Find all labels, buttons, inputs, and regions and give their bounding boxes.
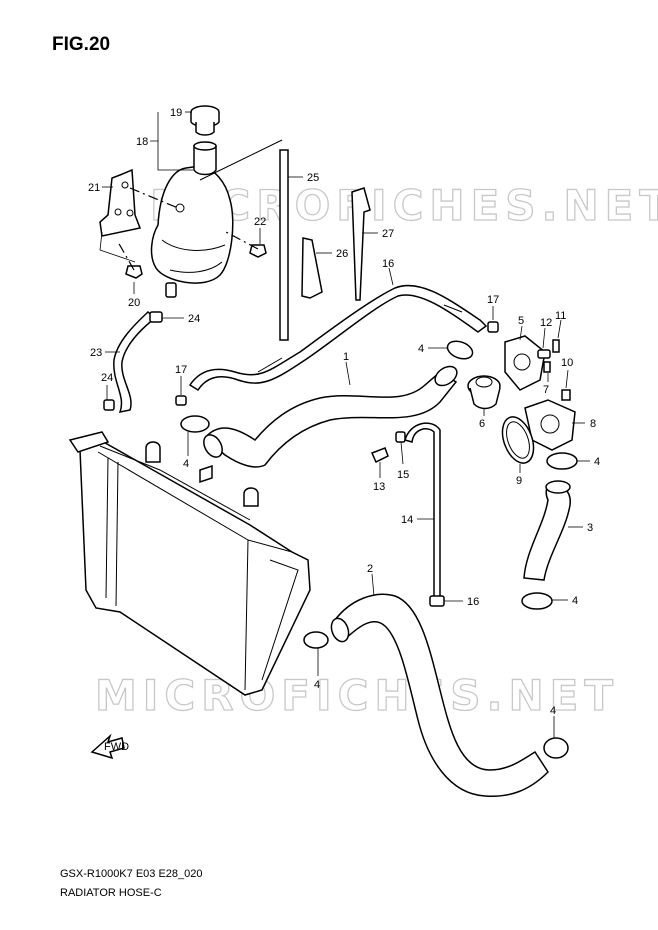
clamp-4-d (521, 592, 553, 610)
bolt-20 (125, 265, 143, 279)
callout-17-right: 17 (487, 294, 499, 306)
hose-16-sleeve (257, 357, 283, 373)
callout-23: 23 (90, 347, 102, 359)
section-name: RADIATOR HOSE-C (60, 887, 162, 899)
callout-14: 14 (401, 514, 413, 526)
o-ring-9 (501, 416, 535, 464)
watermark-bottom: MICROFICHES.NET (95, 671, 619, 720)
callout-18: 18 (136, 136, 148, 148)
clamp-4-c (546, 452, 578, 470)
clip-15 (395, 431, 406, 443)
clip-17-b (487, 321, 499, 333)
callout-17-left: 17 (175, 364, 187, 376)
callout-27: 27 (382, 228, 394, 240)
clamp-4-e (303, 631, 329, 649)
callout-4-right: 4 (594, 456, 600, 468)
callout-9: 9 (516, 475, 522, 487)
cable-tie-27 (351, 187, 371, 301)
hose-25 (279, 149, 289, 341)
callout-4-radiator: 4 (183, 458, 189, 470)
callout-16-lower: 16 (467, 596, 479, 608)
callout-19: 19 (170, 107, 182, 119)
callout-4-bottom: 4 (550, 705, 556, 717)
callout-15: 15 (397, 469, 409, 481)
thermostat-housing-5 (504, 335, 546, 391)
bolt-22 (249, 244, 267, 258)
hose-25-guide (199, 139, 283, 181)
radiator (68, 431, 311, 696)
reservoir-tank (150, 141, 234, 298)
tank-bracket (99, 168, 142, 237)
callout-8: 8 (590, 418, 596, 430)
callout-4-thermostat: 4 (418, 343, 424, 355)
callout-4-lower-right: 4 (572, 595, 578, 607)
fwd-arrow-icon: FWD (90, 733, 129, 760)
callout-6: 6 (479, 418, 485, 430)
callout-1: 1 (343, 351, 349, 363)
callout-12: 12 (540, 317, 552, 329)
clamp-16 (429, 595, 445, 607)
callout-13: 13 (373, 481, 385, 493)
lower-radiator-hose-2 (334, 593, 549, 798)
callout-3: 3 (587, 522, 593, 534)
reservoir-cap (190, 105, 220, 136)
bolt-13 (370, 447, 389, 464)
clamp-26 (301, 237, 323, 299)
figure-title: FIG.20 (52, 34, 111, 55)
callout-25: 25 (307, 172, 319, 184)
callout-24-upper: 24 (188, 313, 200, 325)
clamp-24-lower (103, 399, 115, 411)
callout-2: 2 (367, 563, 373, 575)
connector-12 (537, 349, 551, 359)
callout-7: 7 (543, 384, 549, 396)
hose-3 (523, 483, 571, 581)
callout-10: 10 (561, 357, 573, 369)
callout-22: 22 (254, 216, 266, 228)
thermostat-6 (467, 375, 501, 410)
hose-23 (113, 310, 157, 413)
bypass-hose-16 (188, 284, 488, 392)
callout-24-lower: 24 (101, 372, 113, 384)
hose-14 (404, 422, 441, 601)
upper-radiator-hose-1 (203, 371, 458, 468)
model-code: GSX-R1000K7 E03 E28_020 (60, 868, 203, 880)
clamp-24-upper (149, 311, 163, 323)
callout-11: 11 (555, 310, 566, 322)
callout-5: 5 (518, 315, 524, 327)
callout-16-upper: 16 (382, 258, 394, 270)
callout-20: 20 (128, 297, 140, 309)
clamp-4-a (180, 415, 210, 433)
bolt-10 (561, 389, 571, 401)
clip-17-a (175, 395, 187, 406)
sensor-11 (552, 339, 560, 353)
callout-4-lower-left: 4 (314, 679, 320, 691)
watermark-top: MICROFICHES.NET (150, 181, 658, 230)
callout-21: 21 (88, 182, 100, 194)
hose-16-sleeve-b (443, 304, 463, 313)
clamp-4-f (543, 737, 569, 759)
fwd-label: FWD (104, 741, 129, 753)
clamp-4-b (446, 340, 474, 360)
bolt-7 (543, 361, 551, 373)
callout-26: 26 (336, 248, 348, 260)
